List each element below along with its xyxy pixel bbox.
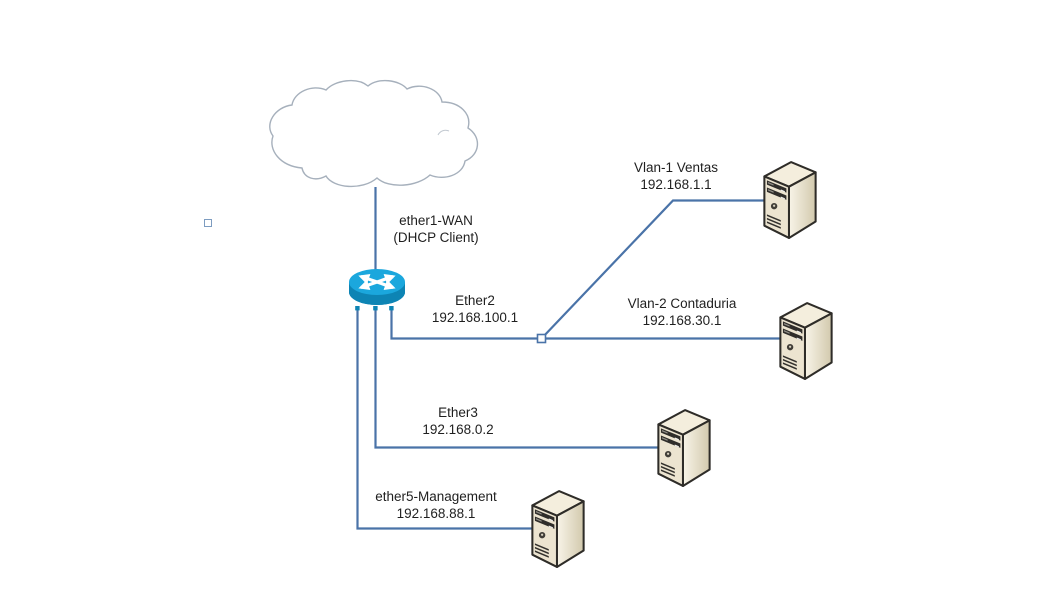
vlan1-name: Vlan-1 Ventas bbox=[633, 160, 719, 175]
label-vlan2-contaduria: Vlan-2 Contaduria 192.168.30.1 bbox=[628, 295, 737, 329]
ether3-ip: 192.168.0.2 bbox=[422, 422, 494, 437]
vlan-junction-node bbox=[536, 333, 547, 344]
ether5-name: ether5-Management bbox=[375, 489, 497, 504]
ether3-link-line bbox=[374, 308, 660, 449]
ether2-name: Ether2 bbox=[455, 293, 495, 308]
vlan2-name: Vlan-2 Contaduria bbox=[627, 296, 737, 311]
ether1-wan-detail: (DHCP Client) bbox=[393, 230, 479, 245]
server-icon-vlan1-ventas[interactable] bbox=[756, 158, 824, 240]
ether5-ip: 192.168.88.1 bbox=[396, 506, 476, 521]
label-ether3: Ether3 192.168.0.2 bbox=[422, 404, 493, 438]
ether5-link-line bbox=[356, 308, 534, 530]
label-vlan1-ventas: Vlan-1 Ventas 192.168.1.1 bbox=[634, 159, 718, 193]
vlan1-link-line bbox=[540, 199, 766, 340]
ether2-vlan2-link-line bbox=[390, 308, 782, 340]
internet-cloud[interactable] bbox=[262, 79, 484, 192]
vlan1-ip: 192.168.1.1 bbox=[640, 177, 712, 192]
server-icon-ether3[interactable] bbox=[650, 406, 718, 488]
server-icon-ether5-management[interactable] bbox=[524, 487, 592, 569]
ether3-name: Ether3 bbox=[438, 405, 478, 420]
ether2-ip: 192.168.100.1 bbox=[431, 310, 519, 325]
label-ether1-wan: ether1-WAN (DHCP Client) bbox=[393, 212, 478, 246]
router-icon[interactable] bbox=[345, 266, 409, 316]
label-ether5-management: ether5-Management 192.168.88.1 bbox=[375, 488, 497, 522]
ether1-wan-name: ether1-WAN bbox=[399, 213, 473, 228]
vlan2-ip: 192.168.30.1 bbox=[642, 313, 722, 328]
server-icon-vlan2-contaduria[interactable] bbox=[772, 299, 840, 381]
selection-handle-artifact bbox=[204, 219, 212, 227]
label-ether2: Ether2 192.168.100.1 bbox=[432, 292, 518, 326]
